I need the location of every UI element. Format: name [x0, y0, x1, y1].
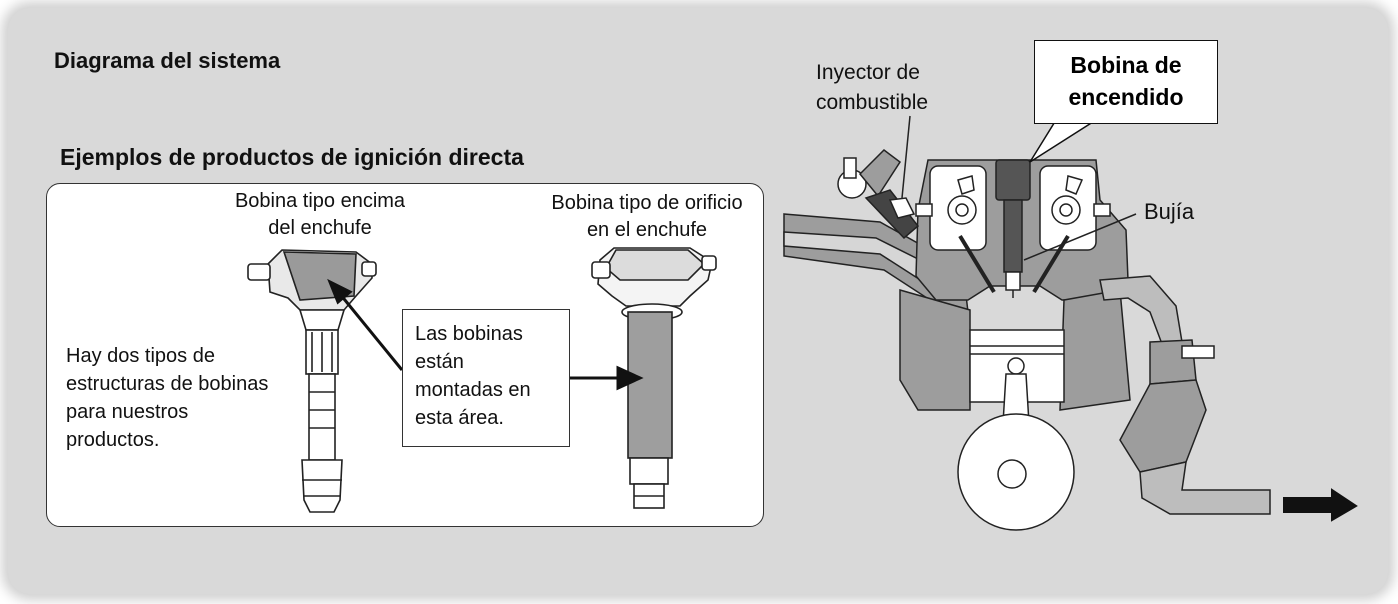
coil-top-of-plug-label-line-2: del enchufe	[268, 217, 372, 239]
coil-top-of-plug-label: Bobina tipo encima del enchufe	[218, 188, 422, 242]
coil-plug-hole-label: Bobina tipo de orificio en el enchufe	[534, 190, 760, 244]
description-line: para nuestros	[66, 401, 189, 423]
arrow-to-coil-body	[570, 365, 644, 391]
ignition-coil-callout-line-2: encendido	[1068, 84, 1184, 110]
exhaust-flow-arrow	[1283, 488, 1358, 522]
products-subtitle: Ejemplos de productos de ignición direct…	[60, 144, 524, 170]
ignition-coil-callout: Bobina de encendido	[1034, 40, 1218, 124]
ignition-coil-callout-line-1: Bobina de	[1070, 52, 1182, 78]
coil-plug-hole-label-line-1: Bobina tipo de orificio	[551, 192, 743, 214]
callout-tail	[1029, 119, 1099, 163]
coil-plug-hole-label-line-2: en el enchufe	[586, 219, 708, 241]
diagram-title: Diagrama del sistema	[54, 48, 281, 73]
engine-cross-section	[783, 149, 1271, 531]
spark-plug-label: Bujía	[1144, 199, 1195, 224]
coil-plug-hole-illustration	[591, 247, 717, 509]
fuel-injector-label: Inyector de combustible	[816, 58, 928, 118]
description-line: Hay dos tipos de	[66, 345, 215, 367]
description-line: productos.	[66, 429, 160, 451]
label-pointers	[901, 115, 1137, 261]
fuel-injector-label-line-2: combustible	[816, 91, 929, 114]
note-line: montadas en	[415, 379, 531, 401]
note-line: Las bobinas	[415, 323, 523, 345]
coil-top-of-plug-label-line-1: Bobina tipo encima	[234, 190, 406, 212]
note-line: están	[415, 351, 464, 373]
note-line: esta área.	[415, 407, 504, 429]
description-line: estructuras de bobinas	[66, 373, 269, 395]
arrow-to-coil-head	[327, 278, 404, 371]
fuel-injector-label-line-1: Inyector de	[816, 61, 920, 84]
mounting-area-note: Las bobinas están montadas en esta área.	[402, 309, 570, 447]
coil-types-description: Hay dos tipos de estructuras de bobinas …	[66, 342, 306, 454]
